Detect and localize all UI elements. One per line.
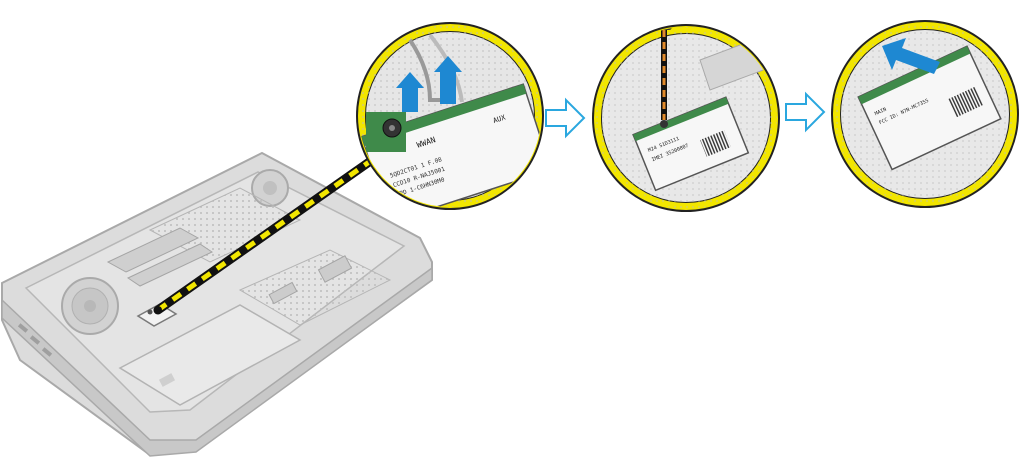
card-main-label: MAIN xyxy=(874,107,887,118)
card-aux-label: AUX xyxy=(492,113,507,125)
fan-left xyxy=(61,277,119,335)
hollow-right-arrow-icon xyxy=(785,91,826,133)
lift-arrow-icon xyxy=(396,56,462,112)
slide-arrow-icon xyxy=(882,38,940,74)
hard-drive-bay xyxy=(118,304,302,406)
callout-step-2: M24 S1D3111 IMEI 35200807 xyxy=(592,24,780,212)
callout-step-3: MAIN FCC ID: N7N-MC7355 xyxy=(831,20,1019,208)
callout-step-1: WWAN AUX 5QD2CT01 1 F.08 CCD10 R-NAJ5001… xyxy=(356,22,544,210)
laptop-base xyxy=(0,151,433,457)
memory-slot xyxy=(106,227,214,287)
hollow-right-arrow-icon xyxy=(545,97,586,139)
battery-connector xyxy=(268,255,353,305)
side-ports xyxy=(17,323,53,357)
callout-leader-line xyxy=(153,155,377,315)
